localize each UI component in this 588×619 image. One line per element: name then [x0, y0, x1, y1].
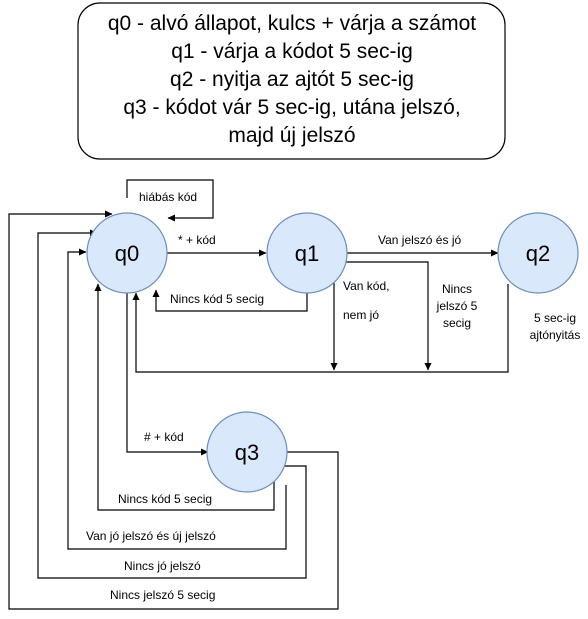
label-q1-no-password-2: jelszó 5: [436, 299, 478, 313]
legend-line-4: q3 - kódot vár 5 sec-ig, utána jelszó,: [123, 96, 460, 119]
state-q2-circle: [497, 212, 579, 294]
legend-box: q0 - alvó állapot, kulcs + várja a számo…: [77, 2, 506, 160]
label-q1-no-password-1: Nincs: [442, 282, 472, 296]
label-q1-to-q2: Van jelszó és jó: [378, 233, 461, 247]
label-q1-to-q0-no-code: Nincs kód 5 secig: [170, 292, 264, 306]
legend-line-5: majd új jelszó: [228, 124, 355, 147]
label-q0-to-q1: * + kód: [178, 233, 216, 247]
label-q0-to-q3: # + kód: [144, 430, 184, 444]
legend-line-1: q0 - alvó állapot, kulcs + várja a számo…: [108, 12, 476, 35]
state-q3: q3: [206, 411, 288, 493]
state-q3-label: q3: [235, 440, 259, 465]
state-q3-circle: [206, 411, 288, 493]
edge-q0-self-loop: [126, 179, 214, 222]
legend-line-2: q1 - várja a kódot 5 sec-ig: [171, 40, 413, 63]
edge-q1-to-q0-no-code: [152, 289, 308, 312]
edge-q2-to-q0: [132, 284, 509, 373]
label-q1-bad-code-2: nem jó: [343, 308, 379, 322]
label-q0-self-loop: hiábás kód: [139, 190, 197, 204]
edges: [8, 179, 509, 610]
state-q2: q2: [497, 212, 579, 294]
state-q1-label: q1: [295, 241, 319, 266]
edge-q3-no-code: [94, 283, 275, 511]
state-q2-label: q2: [526, 241, 550, 266]
state-q0-label: q0: [115, 241, 139, 266]
edge-q1-no-password: [346, 261, 432, 371]
edge-q3-new-password: [67, 248, 287, 550]
state-q1: q1: [266, 212, 348, 294]
label-q3-no-code: Nincs kód 5 secig: [118, 492, 212, 506]
state-q1-circle: [266, 212, 348, 294]
label-q1-bad-code-1: Van kód,: [343, 279, 389, 293]
state-q0: q0: [86, 212, 168, 294]
edge-q3-no-password: [8, 210, 339, 610]
state-q0-circle: [86, 212, 168, 294]
label-q3-no-good-password: Nincs jó jelszó: [124, 559, 201, 573]
edge-q3-no-good-password: [37, 229, 307, 579]
label-q3-new-password: Van jó jelszó és új jelszó: [86, 529, 216, 543]
label-q3-no-password: Nincs jelszó 5 secig: [110, 588, 215, 602]
label-q2-to-q0-2: ajtónyitás: [530, 328, 581, 342]
label-q2-to-q0-1: 5 sec-ig: [534, 311, 576, 325]
edge-q0-to-q3: [126, 293, 209, 456]
label-q1-no-password-3: secig: [443, 316, 471, 330]
edge-labels: hiábás kód * + kód Nincs kód 5 secig Van…: [86, 190, 580, 602]
legend-line-3: q2 - nyitja az ajtót 5 sec-ig: [170, 68, 414, 91]
